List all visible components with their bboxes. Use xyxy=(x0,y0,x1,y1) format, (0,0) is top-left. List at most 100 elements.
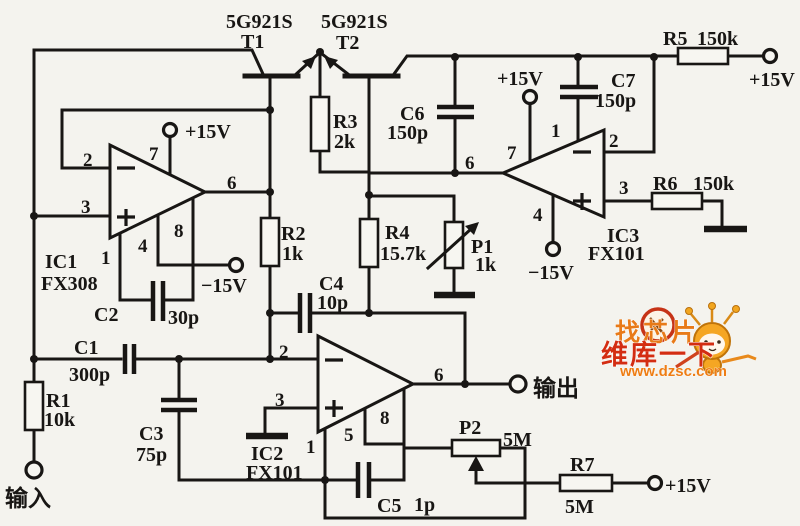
label-ic3-minus15: −15V xyxy=(528,262,574,284)
label-r5-value: 150k xyxy=(697,28,739,50)
output-terminal xyxy=(508,374,528,394)
label-ic3-pin2: 2 xyxy=(609,131,619,152)
label-r5-plus15: +15V xyxy=(749,69,795,91)
mascot-pen xyxy=(675,350,700,369)
cap-c7 xyxy=(560,84,598,100)
wire-ic1-feedback xyxy=(60,108,272,170)
opamp-ic3 xyxy=(499,127,606,220)
opamp-ic1 xyxy=(108,142,209,241)
junction-dot xyxy=(574,53,582,61)
watermark-slogan: 找芯片 xyxy=(615,319,699,347)
opamp-ic2 xyxy=(316,333,417,435)
label-ic3-pin6: 6 xyxy=(465,153,475,174)
mascot-eye xyxy=(717,340,721,344)
wire-p2-wiper-line xyxy=(474,464,562,485)
mascot-smile xyxy=(708,348,717,352)
wire-ic2-pin5 xyxy=(363,407,406,446)
label-ic2-pin3: 3 xyxy=(275,390,285,411)
r5-plus15-terminal xyxy=(761,47,779,65)
label-ic1-ref: IC1 xyxy=(45,251,77,273)
label-c1-ref: C1 xyxy=(74,337,98,359)
wire-r3-column xyxy=(318,52,371,174)
label-p1-ref: P1 xyxy=(471,236,493,258)
junction-dot xyxy=(266,355,274,363)
wire-ic2-pin3 xyxy=(263,406,320,435)
ic1-minus15-terminal xyxy=(227,256,245,274)
pot-p2-wiper-arrow xyxy=(468,456,484,471)
wire-ic1-pin8-c2 xyxy=(164,195,195,302)
label-ic2-pin6: 6 xyxy=(434,365,444,386)
mascot-face xyxy=(699,333,725,355)
label-ic1-pin1: 1 xyxy=(101,248,111,269)
resistor-r2 xyxy=(259,216,281,268)
ic3-minus15-terminal xyxy=(544,240,562,258)
mascot-tail xyxy=(721,354,757,364)
mascot-antenna-ball xyxy=(708,302,716,310)
label-p2-ref: P2 xyxy=(459,417,481,439)
label-ic3-ref: IC3 xyxy=(607,225,639,247)
label-t2-part: 5G921S xyxy=(321,11,388,33)
label-ic2-pin8: 8 xyxy=(380,408,390,429)
label-ic3-pin3: 3 xyxy=(619,178,629,199)
label-ic2-ref: IC2 xyxy=(251,443,283,465)
label-ic1-plus15: +15V xyxy=(185,121,231,143)
t2-emitter-arrow xyxy=(324,56,338,69)
junction-dot xyxy=(266,188,274,196)
label-c7-ref: C7 xyxy=(611,70,635,92)
wire-ic1-pin4 xyxy=(156,215,230,267)
wire-feedforward xyxy=(367,311,467,386)
label-c7-value: 150p xyxy=(595,90,636,112)
junction-dot xyxy=(451,169,459,177)
resistor-r7 xyxy=(558,473,614,493)
wire-ic3-pin3-r6 xyxy=(602,199,724,228)
label-c3-ref: C3 xyxy=(139,423,163,445)
junction-dot xyxy=(30,355,38,363)
pot-p1-arrow-line xyxy=(425,226,474,271)
r7-plus15-terminal xyxy=(646,474,664,492)
label-ic3-pin1: 1 xyxy=(551,121,561,142)
label-r6-value: 150k xyxy=(693,173,735,195)
pot-p1 xyxy=(425,220,479,271)
junction-dot xyxy=(461,380,469,388)
label-c2-value: 30p xyxy=(168,307,199,329)
label-ic3-part: FX101 xyxy=(588,243,645,265)
wire-ic1-out-t1base xyxy=(203,76,272,220)
junction-dot xyxy=(365,191,373,199)
label-ic1-pin7: 7 xyxy=(149,144,159,165)
label-c2-ref: C2 xyxy=(94,304,118,326)
pot-p2-body xyxy=(450,438,502,458)
label-r6-ref: R6 xyxy=(653,173,677,195)
cap-c4 xyxy=(297,293,313,333)
transistor-t2-symbol xyxy=(324,56,401,79)
pot-p1-arrowhead xyxy=(465,222,479,235)
label-t1-part: 5G921S xyxy=(226,11,293,33)
label-ic1-pin2: 2 xyxy=(83,150,93,171)
mascot-antenna-ball xyxy=(732,305,740,313)
label-c3-value: 75p xyxy=(136,444,167,466)
junction-dot xyxy=(365,309,373,317)
label-ic3-pin7: 7 xyxy=(507,143,517,164)
label-r7-value: 5M xyxy=(565,496,594,518)
label-t2-ref: T2 xyxy=(336,32,359,54)
mascot-antennae xyxy=(690,309,734,326)
label-ic3-plus15: +15V xyxy=(497,68,543,90)
wire-bottom-rail xyxy=(323,478,527,520)
label-r7-plus15: +15V xyxy=(665,475,711,497)
label-r4-value: 15.7k xyxy=(380,243,427,265)
label-ic1-minus15: −15V xyxy=(201,275,247,297)
junction-dot xyxy=(175,355,183,363)
junction-dot xyxy=(451,53,459,61)
label-c6-ref: C6 xyxy=(400,103,424,125)
resistor-r6 xyxy=(650,191,704,211)
label-r1-value: 10k xyxy=(44,409,76,431)
t1-emitter-arrow xyxy=(302,56,316,69)
resistor-r1 xyxy=(23,380,45,432)
junction-dot xyxy=(650,53,658,61)
wire-left-top-rail xyxy=(32,48,265,361)
label-c4-value: 10p xyxy=(317,292,348,314)
label-ic2-part: FX101 xyxy=(246,462,303,484)
cap-c3 xyxy=(161,397,197,413)
wire-ic1-pin1-c2 xyxy=(118,231,152,302)
label-r3-value: 2k xyxy=(334,131,356,153)
